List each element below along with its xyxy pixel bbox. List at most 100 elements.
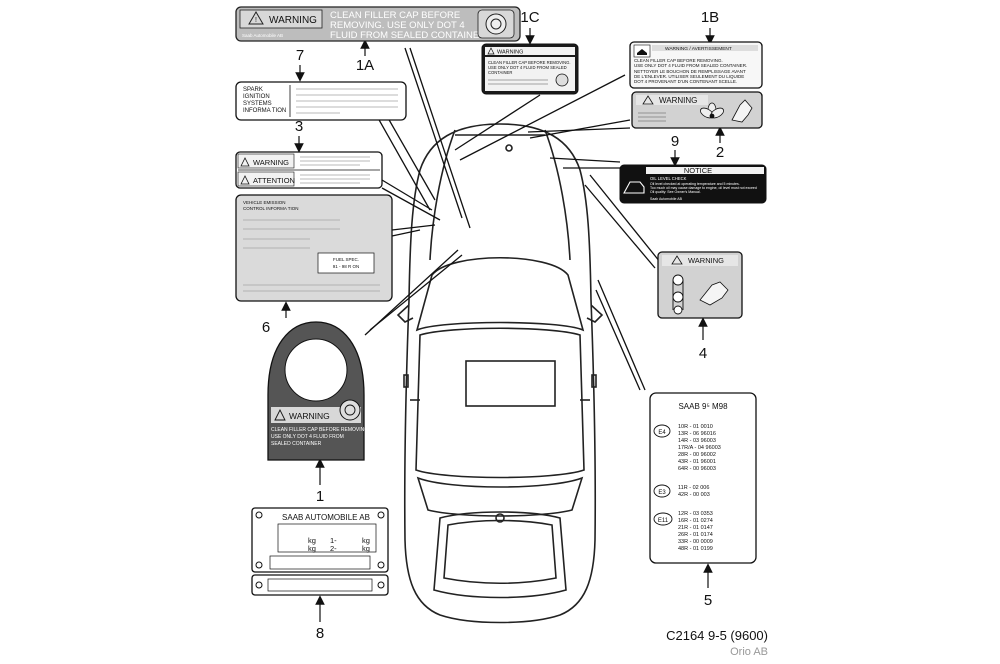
car-hood-emblem (505, 144, 513, 152)
label-7-text-line-4: INFORMA TION (243, 108, 286, 114)
label-9: NOTICE OIL LEVEL CHECK Oil level checked… (619, 164, 767, 204)
figure-credit: Orio AB (730, 646, 768, 658)
label-8-kg-4: kg (362, 544, 370, 553)
label-6-fuel-octane: 91 - 98 R ON (333, 264, 360, 269)
car-windshield (415, 257, 585, 332)
label-8-axle-1: 1- (330, 536, 337, 545)
leader-9 (549, 157, 621, 163)
attention-triangle-icon (240, 175, 250, 185)
car-mirror-right (586, 304, 604, 323)
label-4-warning: WARNING (688, 256, 724, 265)
car-door-handle-left (403, 374, 409, 388)
label-2-warning: WARNING (659, 96, 697, 105)
label-5-e11-code-2: 16R - 01 0274 (678, 518, 713, 524)
approval-mark-e11 (653, 512, 673, 526)
label-3: WARNING ATTENTION (235, 151, 383, 189)
label-5-e11-code-4: 26R - 01 0174 (678, 532, 713, 538)
car-roof-outline (415, 327, 585, 479)
label-9-text-line-2: Too much oil may cause damage to engine,… (650, 186, 757, 190)
leader-7 (377, 117, 431, 211)
leader-1a (409, 47, 471, 229)
label-1a: ! WARNING CLEAN FILLER CAP BEFORE REMOVI… (235, 6, 521, 42)
leader-6-b (391, 229, 421, 237)
label-5-e4: E4 (658, 430, 666, 436)
callout-1: 1 (316, 488, 324, 505)
label-5-e11-code-5: 33R - 00 0009 (678, 539, 713, 545)
leader-1c (454, 94, 541, 151)
approval-mark-e4 (653, 424, 671, 438)
label-1-text-line-1: CLEAN FILLER CAP BEFORE REMOVING (271, 427, 368, 433)
label-1-warning: WARNING (289, 411, 330, 421)
callout-2: 2 (716, 144, 724, 161)
label-5-e4-code-6: 43R - 01 96001 (678, 459, 716, 465)
callout-arrows (281, 28, 725, 622)
label-5-e11-code-6: 48R - 01 0199 (678, 546, 713, 552)
callout-1b: 1B (701, 9, 719, 26)
fan-icon (700, 102, 724, 119)
warning-triangle-icon (671, 255, 683, 265)
label-1a-warning: WARNING (269, 15, 317, 26)
leader-6 (391, 224, 436, 231)
label-8-kg-3: kg (308, 544, 316, 553)
svg-text:!: ! (255, 17, 257, 24)
car-body-outline (403, 123, 597, 624)
label-9-title: OIL LEVEL CHECK (650, 176, 687, 181)
leader-5-b (595, 289, 641, 391)
leader-1b (459, 74, 626, 161)
label-5-e4-code-7: 64R - 00 96003 (678, 466, 716, 472)
leader-3 (381, 179, 433, 211)
label-9-text-line-3: Oil quality: See Owner's Manual. (650, 190, 701, 194)
oil-can-icon (637, 49, 647, 55)
label-1b-warning: WARNING / AVERTISSEMENT (665, 46, 732, 52)
label-7-text-line-1: SPARK (243, 87, 263, 93)
label-6-fuel-spec: FUEL SPEC. (333, 257, 359, 262)
car-door-handle-right (591, 374, 597, 388)
callout-1a: 1A (356, 57, 374, 74)
label-3-warning: WARNING (253, 158, 289, 167)
label-1: WARNING CLEAN FILLER CAP BEFORE REMOVING… (267, 321, 368, 461)
label-8-kg-2: kg (362, 536, 370, 545)
label-1b-text-line-4: DE L'ENLEVER. UTILISER SEULEMENT DU LIQU… (634, 74, 744, 79)
label-6-title-line-2: CONTROL INFORMA TION (243, 206, 299, 211)
label-4: WARNING (657, 251, 743, 319)
label-1b: WARNING / AVERTISSEMENT CLEAN FILLER CAP… (629, 41, 763, 89)
leader-4-b (584, 184, 656, 269)
callout-5: 5 (704, 592, 712, 609)
car-trunk-lock (495, 513, 505, 523)
hand-icon (731, 99, 753, 123)
filler-cap-icon (339, 399, 361, 421)
label-7-text-line-2: IGNITION (243, 94, 270, 100)
warning-triangle-icon (642, 95, 654, 105)
callout-1c: 1C (520, 9, 539, 26)
label-5-e11: E11 (658, 518, 669, 524)
label-1b-text-line-1: CLEAN FILLER CAP BEFORE REMOVING. (634, 58, 723, 63)
label-1b-text-line-5: DOT 4 PROVENANT D'UN CONTENANT SCELLE. (634, 79, 737, 84)
label-5-e4-code-4: 17R/A - 04 96003 (678, 445, 721, 451)
label-9-text-line-1: Oil level checked at operating temperatu… (650, 182, 740, 186)
hand-icon (699, 281, 729, 306)
car-hood-line-right (544, 129, 571, 261)
leader-2 (529, 119, 631, 139)
leader-1-b (369, 254, 463, 331)
warning-triangle-icon (248, 11, 264, 25)
label-1a-text-line-3: FLUID FROM SEALED CONTAINER (330, 30, 486, 41)
car-mirror-left (396, 304, 414, 323)
car-sunroof (465, 360, 556, 407)
label-1-text-line-3: SEALED CONTAINER (271, 441, 322, 447)
label-8-title: SAAB AUTOMOBILE AB (282, 513, 370, 522)
label-1a-text-line-2: REMOVING. USE ONLY DOT 4 (330, 20, 465, 31)
filler-cap-icon (555, 73, 569, 87)
label-8-kg-1: kg (308, 536, 316, 545)
warning-triangle-icon (274, 408, 286, 421)
label-1a-footer: Saab Automobile AB (242, 33, 283, 38)
car-top-view (396, 123, 604, 624)
label-1b-text-line-2: USE ONLY DOT 4 FLUID FROM SEALED CONTAIN… (634, 63, 747, 68)
callout-7: 7 (296, 47, 304, 64)
label-5-e4-code-2: 13R - 06 96016 (678, 431, 716, 437)
car-trunk-lid (433, 511, 567, 599)
label-5-e11-code-3: 21R - 01 0147 (678, 525, 713, 531)
leader-2-b (527, 127, 631, 133)
label-5-e11-code-1: 12R - 03 0353 (678, 511, 713, 517)
warning-triangle-icon (487, 47, 495, 55)
